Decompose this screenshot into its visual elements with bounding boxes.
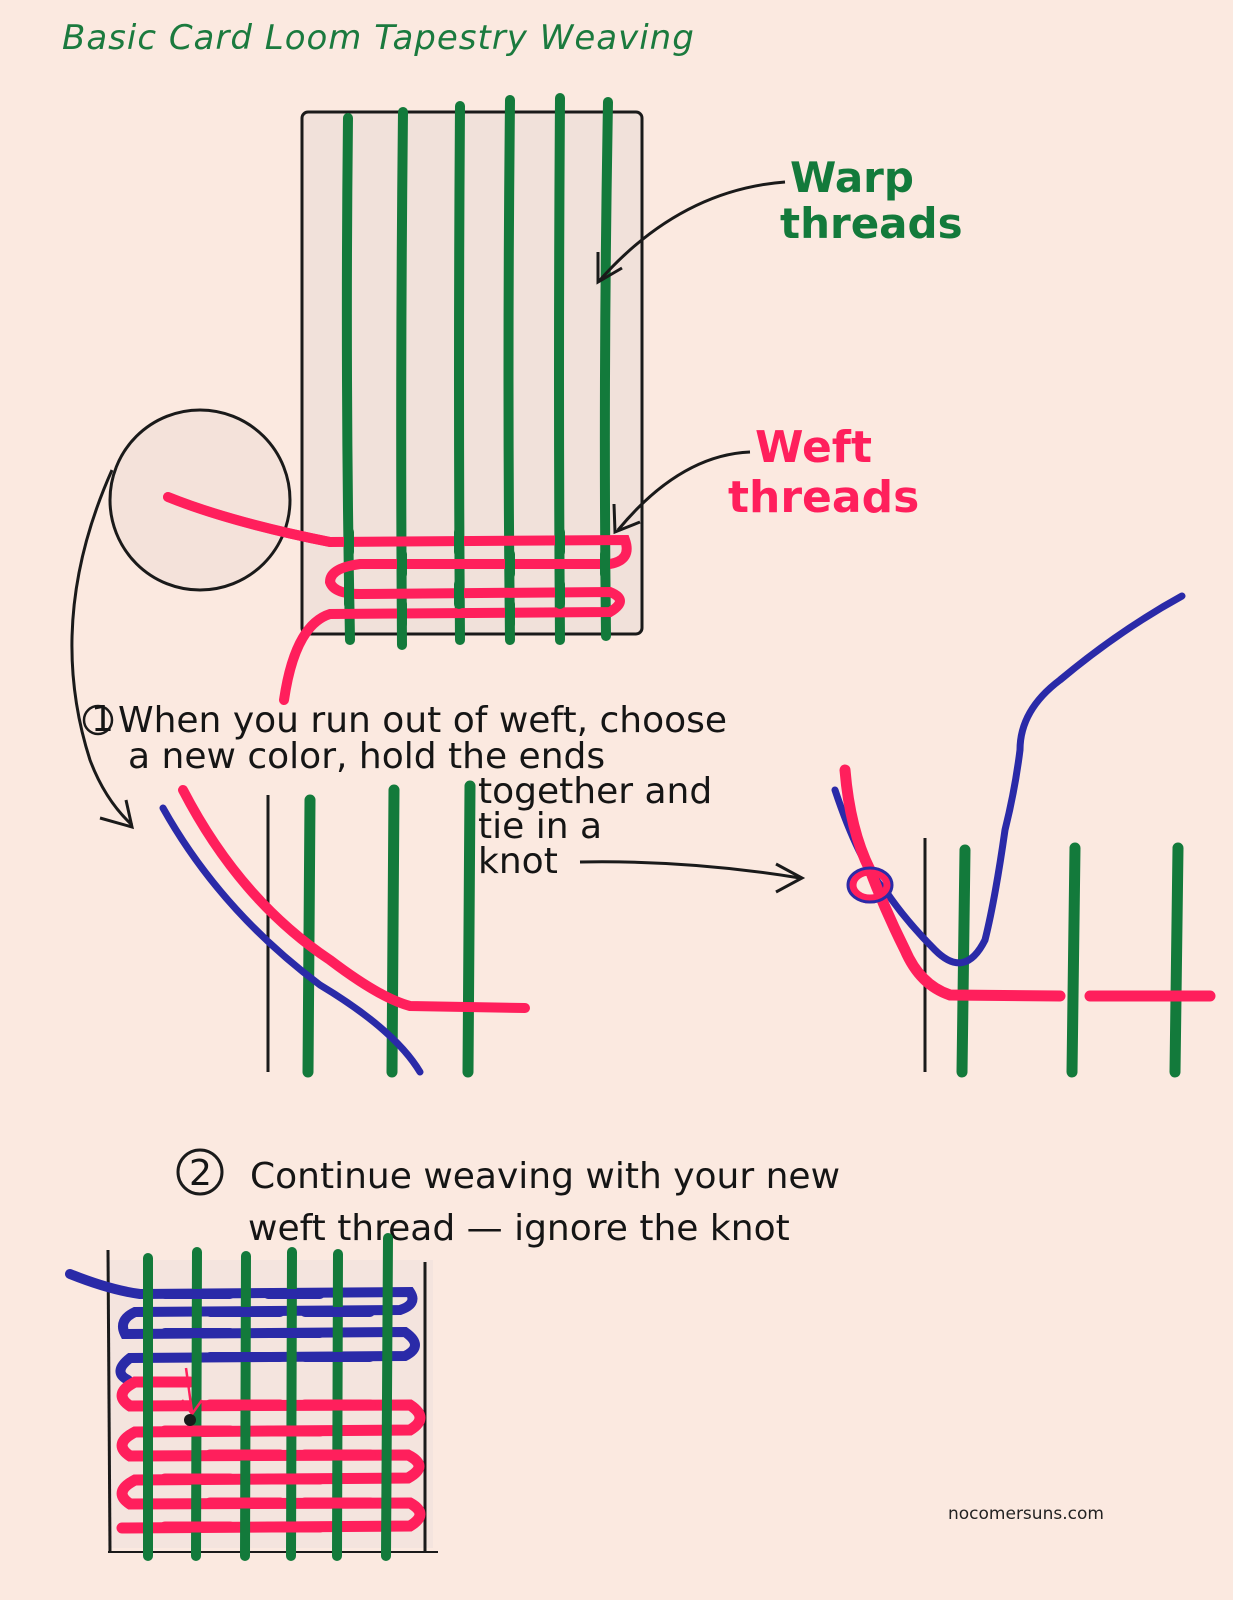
step1-knot-drawing [831,592,1216,1078]
zoom-arrow [70,469,134,827]
warp-callout: Warp threads [596,153,963,285]
step1-line4: tie in a [478,806,602,847]
weft-callout: Weft threads [612,422,919,535]
step2-text: 2 Continue weaving with your new weft th… [176,1148,840,1249]
magnifier-circle [108,408,292,592]
old-weft-thread-pink [178,785,530,1013]
knot-arrowhead [775,862,806,894]
weft-pointer-arrowhead [612,503,641,535]
site-credit: nocomersuns.com [948,1504,1104,1524]
warp-pointer-arrowhead [596,252,623,285]
new-weft-row [65,1269,420,1385]
weft-label-line2: threads [728,472,919,523]
knot-outline [846,866,894,904]
warp-thread [381,1233,393,1561]
step1-hold-ends-drawing [159,780,530,1078]
zoom-arrow-head [99,799,135,830]
warp-thread [286,1247,297,1561]
warp-pointer-arrow [598,180,786,281]
knot-pointer-arrow [184,1367,194,1413]
warp-over-weft [344,527,610,629]
step1-line2: a new color, hold the ends [128,736,605,777]
warp-thread [386,784,400,1078]
warp-thread [554,93,565,645]
card-loom [70,93,644,830]
step1-number: 1 [91,699,114,740]
old-weft-thread-pink [839,764,1216,1002]
step2-line1: Continue weaving with your new [250,1156,840,1197]
step1-line1: When you run out of weft, choose [118,700,727,741]
step2-number-circle [176,1148,224,1196]
knot-arrow [579,860,801,880]
weft-pointer-arrow [616,450,751,531]
step2-line2: weft thread — ignore the knot [248,1208,790,1249]
knot-pointer-arrowhead [180,1399,204,1417]
warp-label-line1: Warp [790,153,914,202]
knot-dot [184,1414,196,1426]
step1-line5: knot [478,841,558,882]
step2-woven-drawing [65,1233,438,1561]
step1-text: 1 When you run out of weft, choose a new… [82,699,806,894]
loom-left-edge [106,1249,112,1553]
warp-thread [1066,842,1081,1078]
step1-number-circle [82,704,114,736]
warp-thread [1169,842,1184,1078]
warp-label-line2: threads [780,199,963,248]
warp-thread [462,780,476,1078]
knot [847,866,893,904]
weft-end-in-circle [163,492,335,547]
warp-thread [302,794,316,1078]
new-weft-thread-blue [159,804,424,1076]
step1-line3: together and [478,771,712,812]
warp-thread [191,1247,202,1561]
page-title: Basic Card Loom Tapestry Weaving [62,18,695,58]
step2-number: 2 [189,1153,212,1194]
weft-label-line1: Weft [755,422,872,473]
